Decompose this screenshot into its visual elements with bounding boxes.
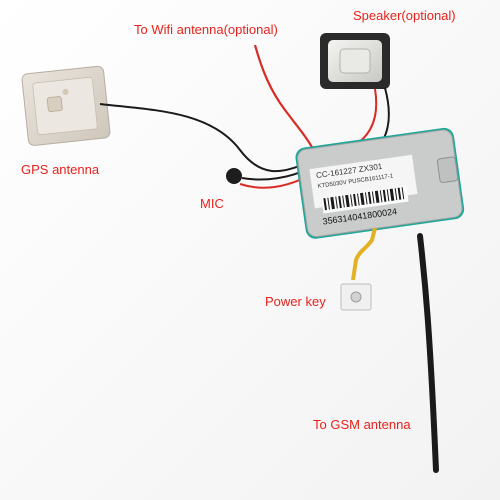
mic-label: MIC	[200, 196, 224, 211]
gps-antenna	[21, 65, 111, 146]
wifi-antenna-label: To Wifi antenna(optional)	[134, 22, 278, 37]
mic-capsule	[226, 168, 242, 184]
speaker-label: Speaker(optional)	[353, 8, 456, 23]
gps-antenna-label: GPS antenna	[21, 162, 100, 177]
speaker	[320, 33, 390, 89]
gps-tracker-module: CC-161227 ZX301 KTD5030V PUSCB161117-1 3…	[295, 127, 465, 239]
gsm-antenna-label: To GSM antenna	[313, 417, 411, 432]
gps-cable	[99, 103, 311, 173]
power-key-label: Power key	[265, 294, 326, 309]
flex-cable	[351, 227, 377, 281]
wifi-antenna-wire	[253, 44, 316, 153]
power-key	[340, 283, 372, 311]
gsm-antenna	[417, 233, 439, 473]
